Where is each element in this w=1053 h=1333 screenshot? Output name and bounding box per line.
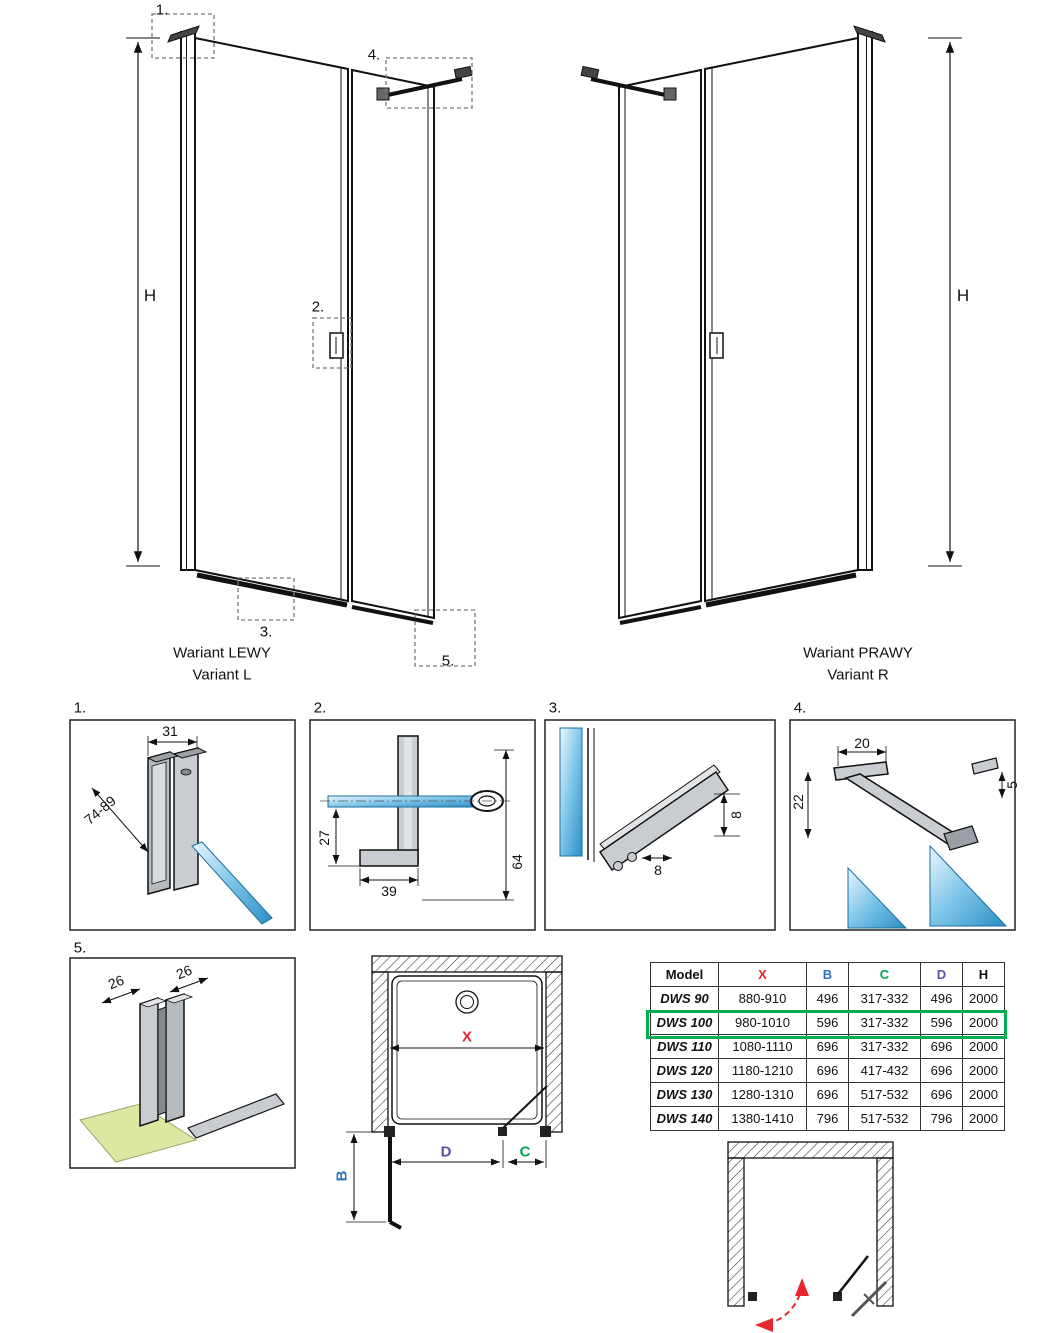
detail-2-drawing — [320, 735, 514, 901]
b-cell: 696 — [806, 1082, 849, 1107]
detail-5-drawing — [79, 977, 285, 1163]
h-cell: 2000 — [962, 1058, 1005, 1083]
model-cell: DWS 110 — [650, 1034, 719, 1059]
table-row-dws140: DWS 140 1380-1410 796 517-532 796 2000 — [650, 1106, 1005, 1131]
c-cell: 517-532 — [848, 1106, 921, 1131]
h-cell: 2000 — [962, 1106, 1005, 1131]
x-cell: 1080-1110 — [718, 1034, 807, 1059]
callout-4-label: 4. — [367, 46, 381, 64]
detail-2-dim-height: 27 — [316, 830, 332, 846]
h-cell: 2000 — [962, 1082, 1005, 1107]
table-row-dws110: DWS 110 1080-1110 696 317-332 696 2000 — [650, 1034, 1005, 1059]
b-cell: 496 — [806, 986, 849, 1011]
detail-3-label: 3. — [548, 699, 562, 717]
door-swing-diagram — [727, 1141, 894, 1332]
variant-right-drawing — [580, 25, 962, 625]
col-header-b: B — [806, 962, 849, 987]
model-cell: DWS 90 — [650, 986, 719, 1011]
h-cell: 2000 — [962, 986, 1005, 1011]
callout-1-label: 1. — [155, 1, 169, 19]
x-cell: 1280-1310 — [718, 1082, 807, 1107]
c-cell: 317-332 — [848, 986, 921, 1011]
model-cell: DWS 130 — [650, 1082, 719, 1107]
b-cell: 796 — [806, 1106, 849, 1131]
d-cell: 496 — [920, 986, 963, 1011]
plan-x-label: X — [461, 1028, 473, 1046]
detail-4-drawing — [804, 746, 1008, 929]
col-header-x: X — [718, 962, 807, 987]
b-cell: 696 — [806, 1058, 849, 1083]
detail-4-dim-width: 20 — [854, 735, 870, 751]
d-cell: 696 — [920, 1082, 963, 1107]
variant-right-title: Wariant PRAWY — [803, 644, 913, 662]
callout-3-label: 3. — [259, 623, 273, 641]
model-cell: DWS 100 — [650, 1010, 719, 1035]
detail-4-dim-thickness: 5 — [1004, 781, 1020, 789]
x-cell: 880-910 — [718, 986, 807, 1011]
variant-right-subtitle: Variant R — [827, 666, 889, 684]
model-cell: DWS 140 — [650, 1106, 719, 1131]
d-cell: 796 — [920, 1106, 963, 1131]
table-row-dws120: DWS 120 1180-1210 696 417-432 696 2000 — [650, 1058, 1005, 1083]
height-label-right: H — [956, 286, 970, 305]
detail-3-drawing — [559, 727, 740, 872]
c-cell: 317-332 — [848, 1034, 921, 1059]
table-header-row: Model X B C D H — [650, 962, 1005, 987]
c-cell: 317-332 — [848, 1010, 921, 1035]
plan-c-label: C — [519, 1143, 531, 1161]
plan-b-label: B — [333, 1170, 351, 1182]
swing-arc — [755, 1278, 809, 1332]
detail-5-label: 5. — [73, 939, 87, 957]
x-cell: 1380-1410 — [718, 1106, 807, 1131]
c-cell: 517-532 — [848, 1082, 921, 1107]
detail-4-label: 4. — [793, 699, 807, 717]
spec-table: Model X B C D H DWS 90 880-910 496 317-3… — [650, 962, 1005, 1131]
model-cell: DWS 120 — [650, 1058, 719, 1083]
h-cell: 2000 — [962, 1034, 1005, 1059]
b-cell: 596 — [806, 1010, 849, 1035]
variant-left-drawing — [126, 25, 473, 625]
col-header-model: Model — [650, 962, 719, 987]
detail-3-dim-thickness: 8 — [728, 811, 744, 819]
b-cell: 696 — [806, 1034, 849, 1059]
col-header-c: C — [848, 962, 921, 987]
variant-left-title: Wariant LEWY — [173, 644, 271, 662]
plan-view-drawing — [346, 955, 563, 1230]
detail-1-dim-width: 31 — [162, 723, 178, 739]
detail-1-label: 1. — [73, 699, 87, 717]
detail-1-drawing — [91, 736, 273, 925]
detail-2-dim-width: 39 — [381, 883, 397, 899]
detail-2-label: 2. — [313, 699, 327, 717]
table-row-dws100: DWS 100 980-1010 596 317-332 596 2000 — [650, 1010, 1005, 1035]
col-header-h: H — [962, 962, 1005, 987]
variant-left-callout-boxes — [151, 13, 476, 667]
d-cell: 696 — [920, 1034, 963, 1059]
d-cell: 596 — [920, 1010, 963, 1035]
drain-circle — [455, 990, 479, 1014]
c-cell: 417-432 — [848, 1058, 921, 1083]
table-row-dws90: DWS 90 880-910 496 317-332 496 2000 — [650, 986, 1005, 1011]
x-cell: 980-1010 — [718, 1010, 807, 1035]
x-cell: 1180-1210 — [718, 1058, 807, 1083]
table-row-dws130: DWS 130 1280-1310 696 517-532 696 2000 — [650, 1082, 1005, 1107]
detail-2-dim-total: 64 — [509, 854, 525, 870]
callout-5-label: 5. — [441, 652, 455, 670]
variant-left-subtitle: Variant L — [192, 666, 252, 684]
detail-3-dim-width: 8 — [654, 862, 662, 878]
height-label-left: H — [143, 286, 157, 305]
callout-2-label: 2. — [311, 298, 325, 316]
detail-4-dim-height: 22 — [790, 794, 806, 810]
h-cell: 2000 — [962, 1010, 1005, 1035]
d-cell: 696 — [920, 1058, 963, 1083]
col-header-d: D — [920, 962, 963, 987]
plan-d-label: D — [440, 1143, 452, 1161]
